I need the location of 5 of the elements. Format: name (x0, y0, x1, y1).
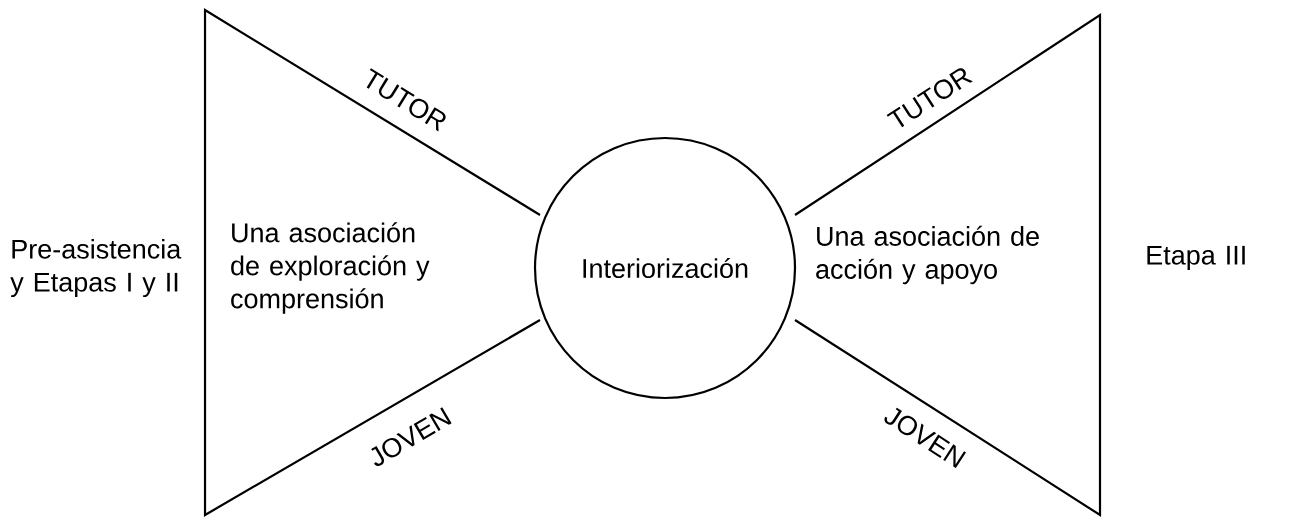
node-text: Interiorización (583, 257, 748, 279)
side-label: Etapa III (1147, 245, 1245, 271)
node-text: Una asociación de acción y apoyo (816, 225, 1039, 285)
side-label: Pre-asistencia y Etapas I y II (10, 238, 182, 298)
node-text: Una asociación de exploración y comprensión (231, 222, 430, 314)
